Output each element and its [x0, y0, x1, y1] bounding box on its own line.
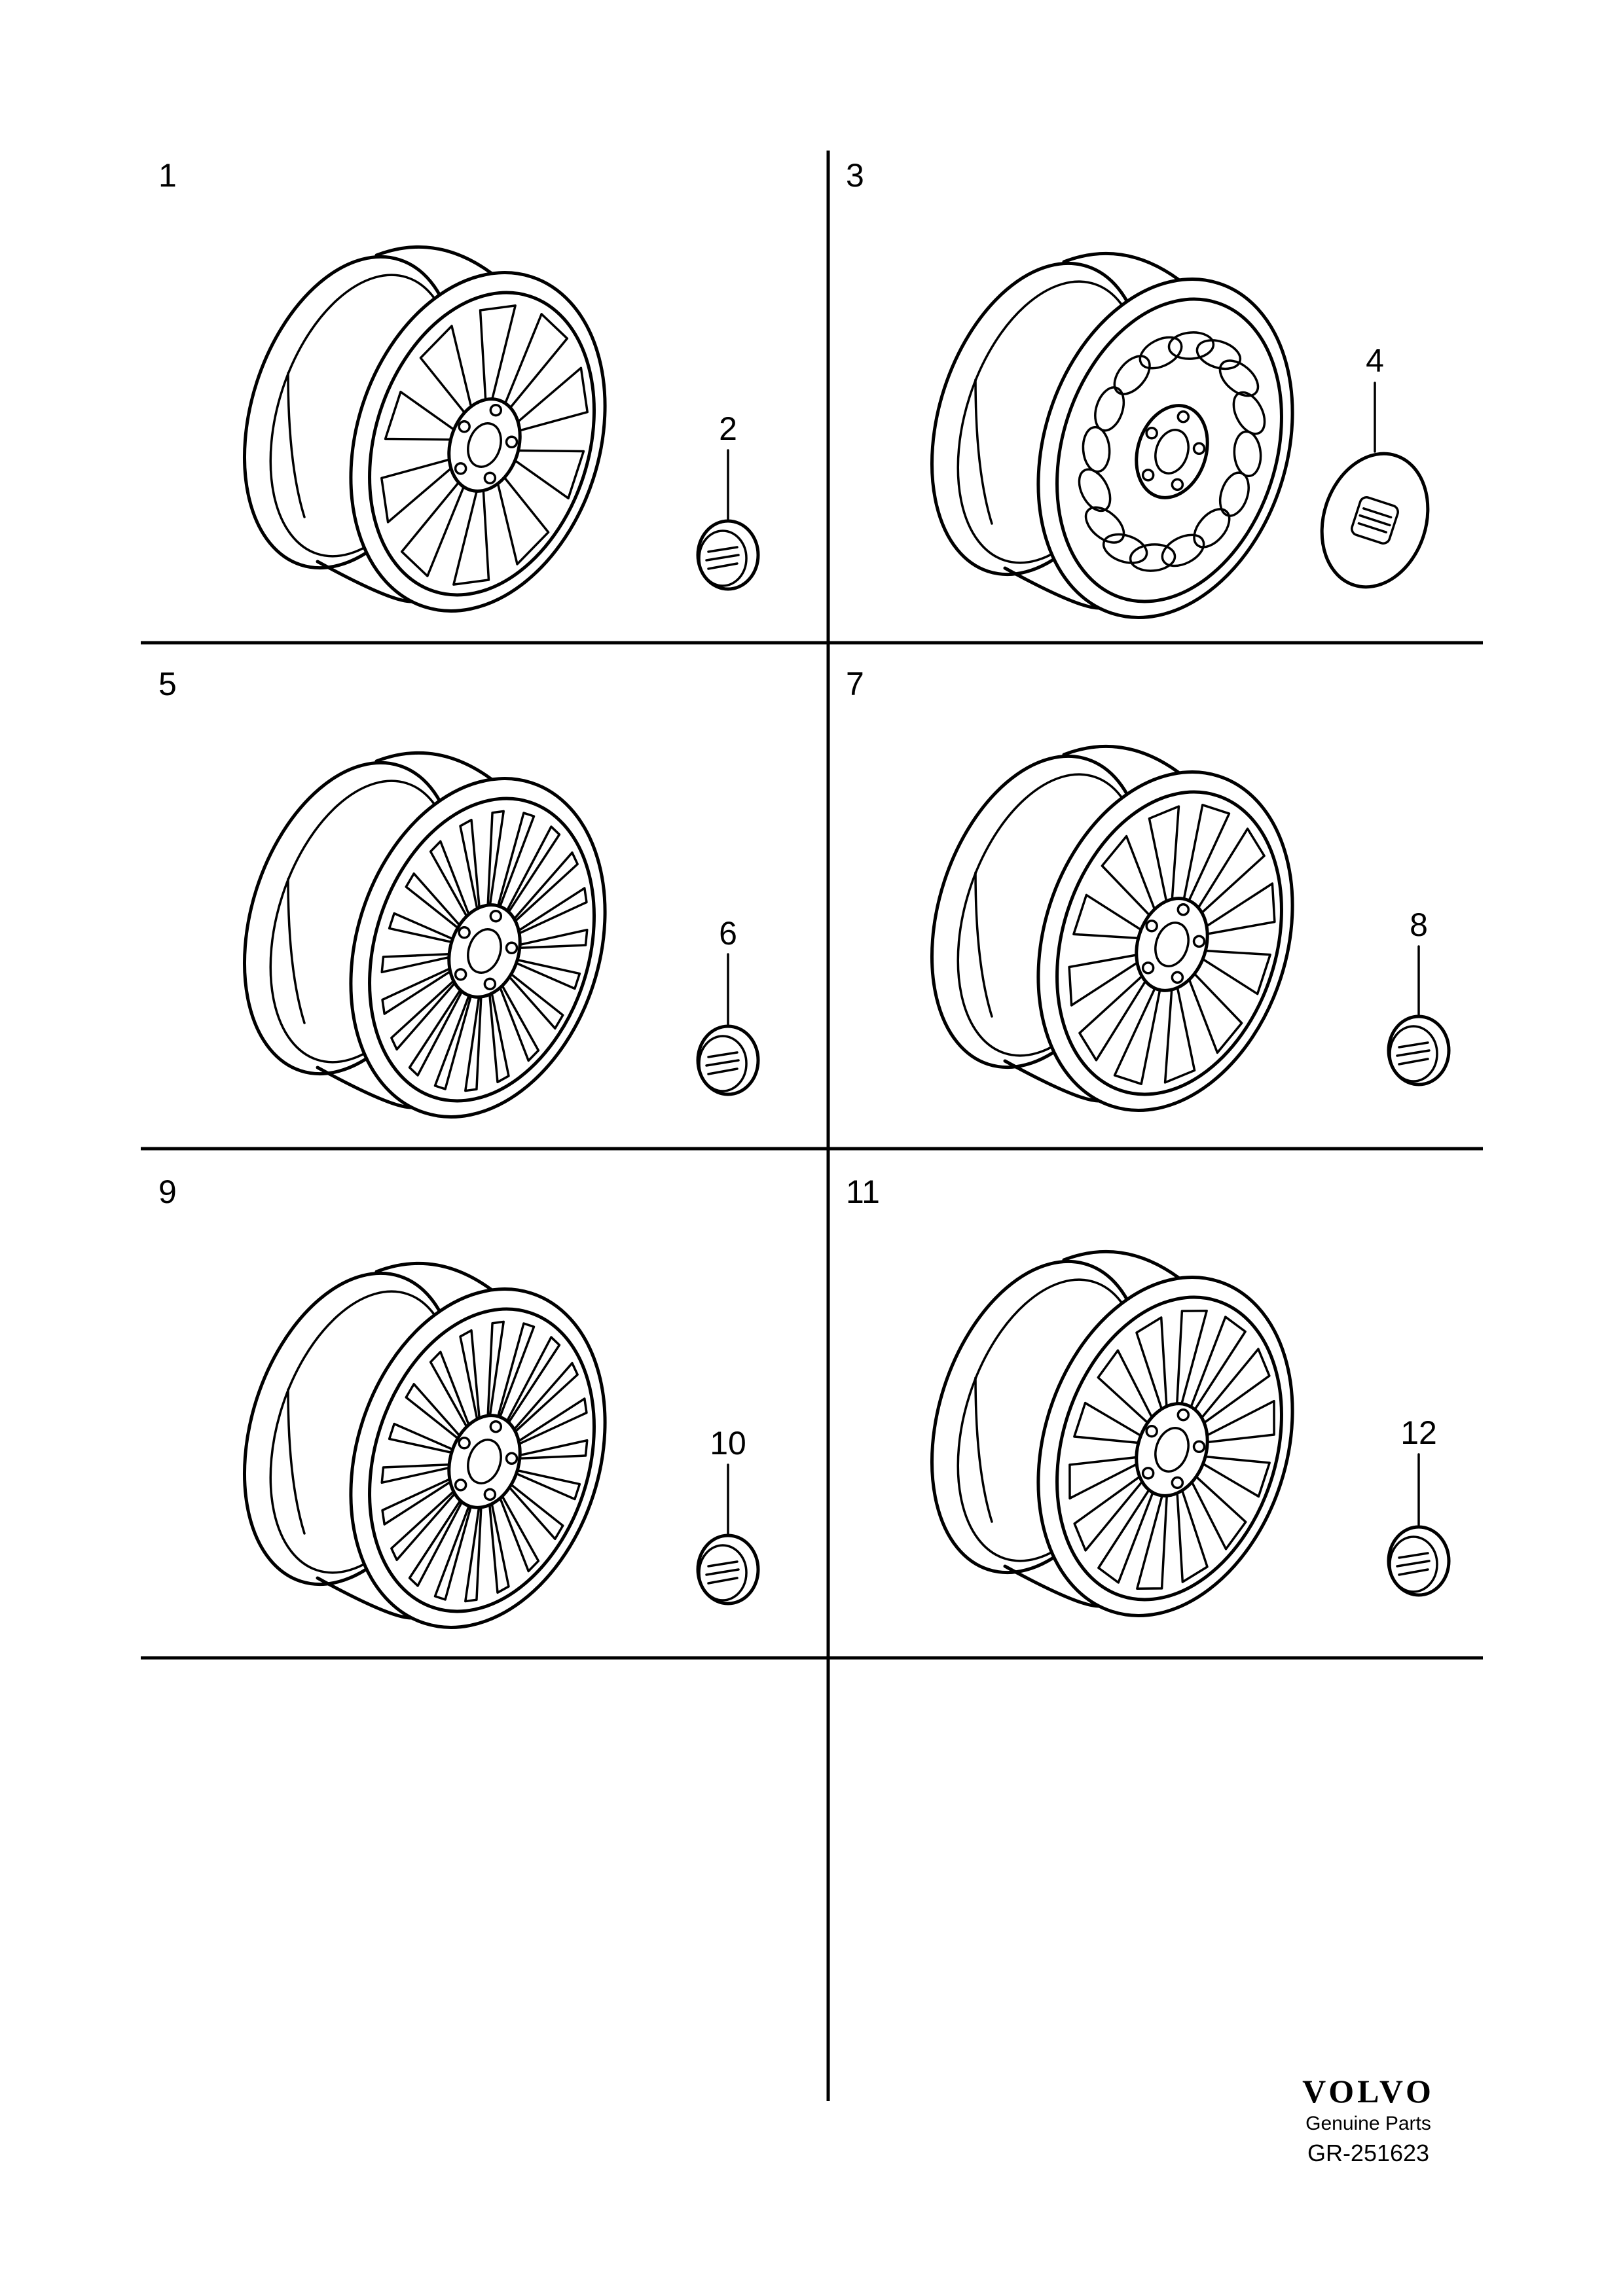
- callout-number: 9: [158, 1174, 177, 1210]
- wheel-illustration-7: [930, 744, 1294, 1112]
- center-cap-12: [1387, 1525, 1451, 1597]
- center-cap-10: [696, 1534, 760, 1605]
- center-cap-6: [696, 1024, 760, 1096]
- callout-number: 12: [1400, 1414, 1437, 1451]
- wheel-illustration-9: [242, 1261, 607, 1629]
- center-cap-8: [1387, 1014, 1451, 1086]
- hub-cover-4: [1320, 452, 1430, 589]
- callout-number: 8: [1410, 906, 1428, 943]
- brand-subtitle: Genuine Parts: [1305, 2113, 1431, 2134]
- callout-number: 1: [158, 157, 177, 194]
- callout-number: 2: [719, 410, 737, 447]
- callout-number: 7: [846, 666, 864, 702]
- callout-number: 10: [710, 1425, 746, 1462]
- center-cap-2: [696, 519, 760, 591]
- callout-labels: 1 2 3 4 5 6 7 8 9 10 11 12: [158, 157, 1437, 1462]
- callout-number: 6: [719, 915, 737, 952]
- callout-number: 5: [158, 666, 177, 702]
- wheel-illustration-3: [930, 251, 1294, 619]
- grid-lines: [141, 151, 1483, 2101]
- brand-block: VOLVO Genuine Parts GR-251623: [1283, 2072, 1453, 2170]
- leader-lines: [727, 382, 1420, 1536]
- volvo-logo: VOLVO: [1302, 2073, 1434, 2109]
- callout-number: 11: [846, 1174, 880, 1210]
- drawing-reference: GR-251623: [1307, 2140, 1430, 2166]
- callout-number: 4: [1366, 342, 1384, 379]
- wheel-illustration-1: [242, 245, 607, 613]
- callout-number: 3: [846, 157, 864, 194]
- wheel-illustration-11: [930, 1249, 1294, 1617]
- wheel-illustration-5: [242, 751, 607, 1119]
